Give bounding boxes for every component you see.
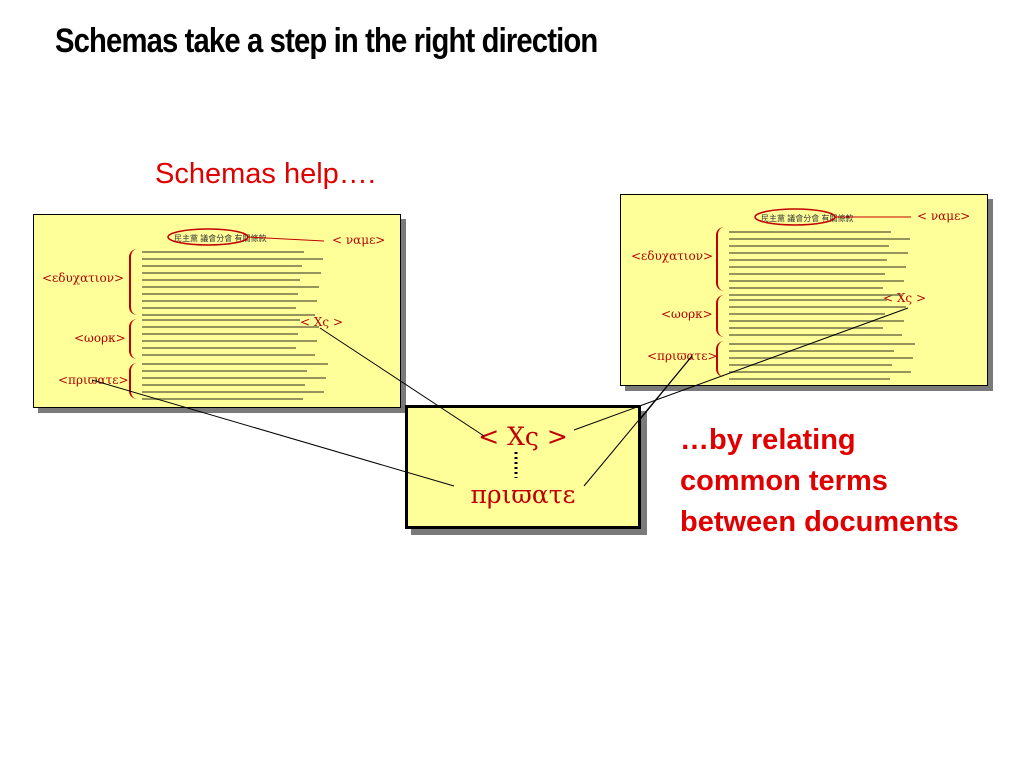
doc-text-line	[142, 398, 303, 400]
left-document: 民主黨 議會分會 有關條款 < ναμε> <εδυχατιον> <ωορκ>…	[33, 214, 401, 408]
left-tag-name: < ναμε>	[332, 233, 386, 247]
doc-text-line	[729, 343, 915, 345]
doc-text-line	[142, 384, 305, 386]
right-brace-1	[716, 227, 726, 291]
doc-text-line	[729, 313, 885, 315]
doc-text-line	[729, 294, 902, 296]
center-dotted-connector	[514, 452, 518, 478]
doc-text-line	[142, 354, 315, 356]
doc-text-line	[729, 350, 894, 352]
right-document: 民主黨 議會分會 有關條款 < ναμε> <εδυχατιον> <ωορκ>…	[620, 194, 988, 386]
doc-text-line	[729, 238, 910, 240]
doc-text-line	[729, 364, 892, 366]
center-xs-tag: < Χς >	[478, 422, 568, 451]
right-tag-name: < ναμε>	[917, 209, 971, 223]
left-tag-xs: < Χς >	[300, 315, 344, 329]
doc-text-line	[142, 300, 317, 302]
right-brace-2	[716, 295, 726, 337]
doc-text-line	[142, 314, 315, 316]
right-brace-3	[716, 341, 726, 377]
doc-text-line	[729, 287, 883, 289]
doc-text-line	[729, 320, 904, 322]
doc-text-line	[142, 370, 307, 372]
relating-line-2: common terms	[680, 465, 888, 497]
line-right-xs	[573, 307, 909, 431]
line-left-private	[91, 379, 455, 487]
doc-text-line	[142, 391, 324, 393]
left-doc-header-ellipse	[167, 228, 325, 246]
doc-text-line	[729, 327, 883, 329]
left-brace-1	[129, 249, 139, 315]
doc-text-line	[142, 293, 298, 295]
doc-text-line	[729, 334, 902, 336]
doc-text-line	[142, 377, 326, 379]
right-doc-header-ellipse	[754, 208, 911, 226]
doc-text-line	[142, 286, 319, 288]
right-tag-education: <εδυχατιον>	[631, 249, 714, 263]
doc-text-line	[142, 272, 321, 274]
doc-text-line	[729, 299, 887, 301]
doc-text-line	[729, 378, 890, 380]
center-mapping-box: < Χς > πριϖατε	[405, 405, 641, 529]
doc-text-line	[729, 357, 913, 359]
doc-text-line	[729, 280, 904, 282]
relating-line-1: …by relating	[680, 424, 856, 456]
doc-text-line	[142, 326, 319, 328]
left-tag-work: <ωορκ>	[74, 331, 126, 345]
left-doc-header: 民主黨 議會分會 有關條款	[174, 234, 267, 243]
doc-text-line	[142, 251, 304, 253]
doc-text-line	[729, 245, 889, 247]
doc-text-line	[142, 340, 317, 342]
slide-title: Schemas take a step in the right directi…	[55, 22, 598, 60]
doc-text-line	[729, 252, 908, 254]
right-doc-header: 民主黨 議會分會 有關條款	[761, 214, 854, 223]
doc-text-line	[729, 231, 891, 233]
line-right-private-2	[637, 355, 693, 423]
doc-text-line	[729, 371, 911, 373]
doc-text-line	[142, 319, 300, 321]
doc-text-line	[142, 279, 300, 281]
doc-text-line	[142, 307, 296, 309]
line-left-xs	[319, 327, 485, 437]
relating-caption: …by relating common terms between docume…	[680, 420, 959, 543]
doc-text-line	[142, 347, 296, 349]
center-private-tag: πριϖατε	[470, 480, 576, 509]
right-tag-work: <ωορκ>	[661, 307, 713, 321]
doc-text-line	[729, 306, 906, 308]
schemas-help-caption: Schemas help….	[155, 158, 376, 190]
relating-line-3: between documents	[680, 506, 959, 538]
doc-text-line	[142, 258, 323, 260]
doc-text-line	[142, 363, 328, 365]
doc-text-line	[142, 265, 302, 267]
doc-text-line	[142, 333, 298, 335]
left-tag-education: <εδυχατιον>	[42, 271, 125, 285]
right-tag-private: <πριϖατε>	[647, 349, 718, 363]
doc-text-line	[729, 273, 885, 275]
doc-text-line	[729, 266, 906, 268]
left-brace-2	[129, 319, 139, 359]
doc-text-line	[729, 259, 887, 261]
left-brace-3	[129, 363, 139, 399]
